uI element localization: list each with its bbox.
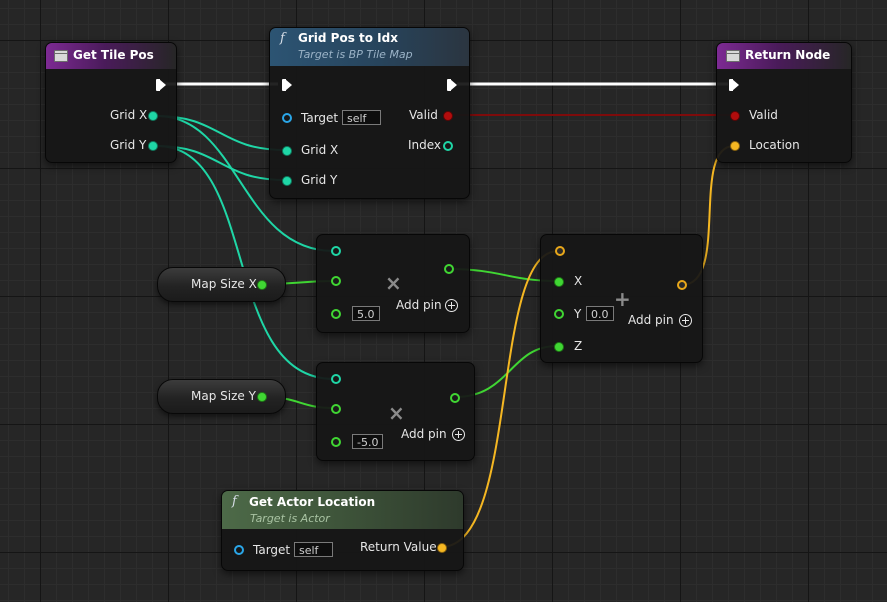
map-size-x-node[interactable]: Map Size X [157, 267, 286, 302]
node-header [222, 491, 463, 529]
node-header [270, 28, 469, 66]
multiply-icon: × [385, 271, 402, 295]
multiply-c-in-pin[interactable] [331, 309, 341, 319]
get-tile-pos-node[interactable]: Get Tile Pos Grid X Grid Y [45, 42, 177, 163]
valid-in-pin[interactable] [730, 111, 740, 121]
return-node[interactable]: Return Node Valid Location [716, 42, 852, 163]
node-subtitle: Target is BP Tile Map [298, 48, 413, 61]
map-size-y-label: Map Size Y [191, 389, 256, 403]
multiply-a-in-pin[interactable] [331, 374, 341, 384]
node-subtitle: Target is Actor [250, 512, 330, 525]
location-in-pin[interactable] [730, 141, 740, 151]
grid-x-to-multiply-wire [156, 115, 335, 252]
exec-out-pin[interactable] [447, 79, 457, 91]
struct-icon [54, 50, 68, 62]
multiply-default-field[interactable]: 5.0 [352, 306, 380, 321]
valid-label: Valid [749, 108, 778, 122]
target-in-pin[interactable] [234, 545, 244, 555]
struct-icon [726, 50, 740, 62]
add-pin-icon[interactable] [452, 428, 465, 441]
multiply-default-field[interactable]: -5.0 [352, 434, 384, 449]
node-title: Get Tile Pos [73, 48, 154, 62]
grid-x-out-pin[interactable] [148, 111, 158, 121]
vector-out-pin[interactable] [677, 280, 687, 290]
grid-x-label: Grid X [110, 108, 148, 122]
grid-x-label: Grid X [301, 143, 339, 157]
z-label: Z [574, 339, 583, 353]
target-label: Target [301, 111, 339, 125]
target-default-field[interactable]: self [342, 110, 381, 125]
node-title: Grid Pos to Idx [298, 31, 398, 45]
target-default-field[interactable]: self [294, 542, 333, 557]
grid-y-label: Grid Y [301, 173, 338, 187]
exec-out-pin[interactable] [156, 79, 166, 91]
multiply-b-in-pin[interactable] [331, 276, 341, 286]
function-icon: f [232, 494, 237, 509]
return-value-out-pin[interactable] [437, 543, 447, 553]
z-in-pin[interactable] [554, 342, 564, 352]
exec-in-pin[interactable] [729, 79, 739, 91]
grid-x-in-pin[interactable] [282, 146, 292, 156]
multiply-node-y[interactable]: -5.0 × Add pin [316, 362, 475, 461]
multiply-b-in-pin[interactable] [331, 404, 341, 414]
function-icon: f [280, 31, 285, 46]
target-label: Target [253, 543, 291, 557]
valid-label: Valid [409, 108, 438, 122]
multiply-out-pin[interactable] [450, 393, 460, 403]
vector-in-pin[interactable] [555, 246, 565, 256]
return-value-label: Return Value [360, 540, 437, 554]
node-title: Return Node [745, 48, 831, 62]
add-pin-icon[interactable] [679, 314, 692, 327]
node-title: Get Actor Location [249, 495, 376, 509]
x-label: X [574, 274, 583, 288]
index-out-pin[interactable] [443, 141, 453, 151]
get-actor-location-node[interactable]: f Get Actor Location Target is Actor Tar… [221, 490, 464, 571]
grid-y-to-multiply-wire [156, 145, 335, 380]
location-label: Location [749, 138, 800, 152]
valid-out-pin[interactable] [443, 111, 453, 121]
grid-y-label: Grid Y [110, 138, 147, 152]
add-pin-label[interactable]: Add pin [396, 298, 442, 312]
grid-y-in-pin[interactable] [282, 176, 292, 186]
map-size-y-node[interactable]: Map Size Y [157, 379, 286, 414]
add-pin-label[interactable]: Add pin [401, 427, 447, 441]
add-pin-label[interactable]: Add pin [628, 313, 674, 327]
add-pin-icon[interactable] [445, 299, 458, 312]
multiply-icon: × [388, 401, 405, 425]
multiply-c-in-pin[interactable] [331, 437, 341, 447]
map-size-y-out-pin[interactable] [257, 392, 267, 402]
actor-location-wire [440, 250, 559, 548]
map-size-x-out-pin[interactable] [257, 280, 267, 290]
multiply-a-in-pin[interactable] [331, 246, 341, 256]
add-icon: + [614, 287, 631, 311]
index-label: Index [408, 138, 442, 152]
grid-y-out-pin[interactable] [148, 141, 158, 151]
exec-in-pin[interactable] [282, 79, 292, 91]
y-in-pin[interactable] [554, 309, 564, 319]
multiply-node-x[interactable]: 5.0 × Add pin [316, 234, 470, 333]
grid-pos-to-idx-node[interactable]: f Grid Pos to Idx Target is BP Tile Map … [269, 27, 470, 199]
map-size-x-label: Map Size X [191, 277, 257, 291]
x-in-pin[interactable] [554, 277, 564, 287]
target-in-pin[interactable] [282, 113, 292, 123]
y-label: Y [574, 307, 582, 321]
make-vector-node[interactable]: X Y 0.0 Z + Add pin [540, 234, 703, 363]
y-default-field[interactable]: 0.0 [586, 306, 614, 321]
multiply-out-pin[interactable] [444, 264, 454, 274]
